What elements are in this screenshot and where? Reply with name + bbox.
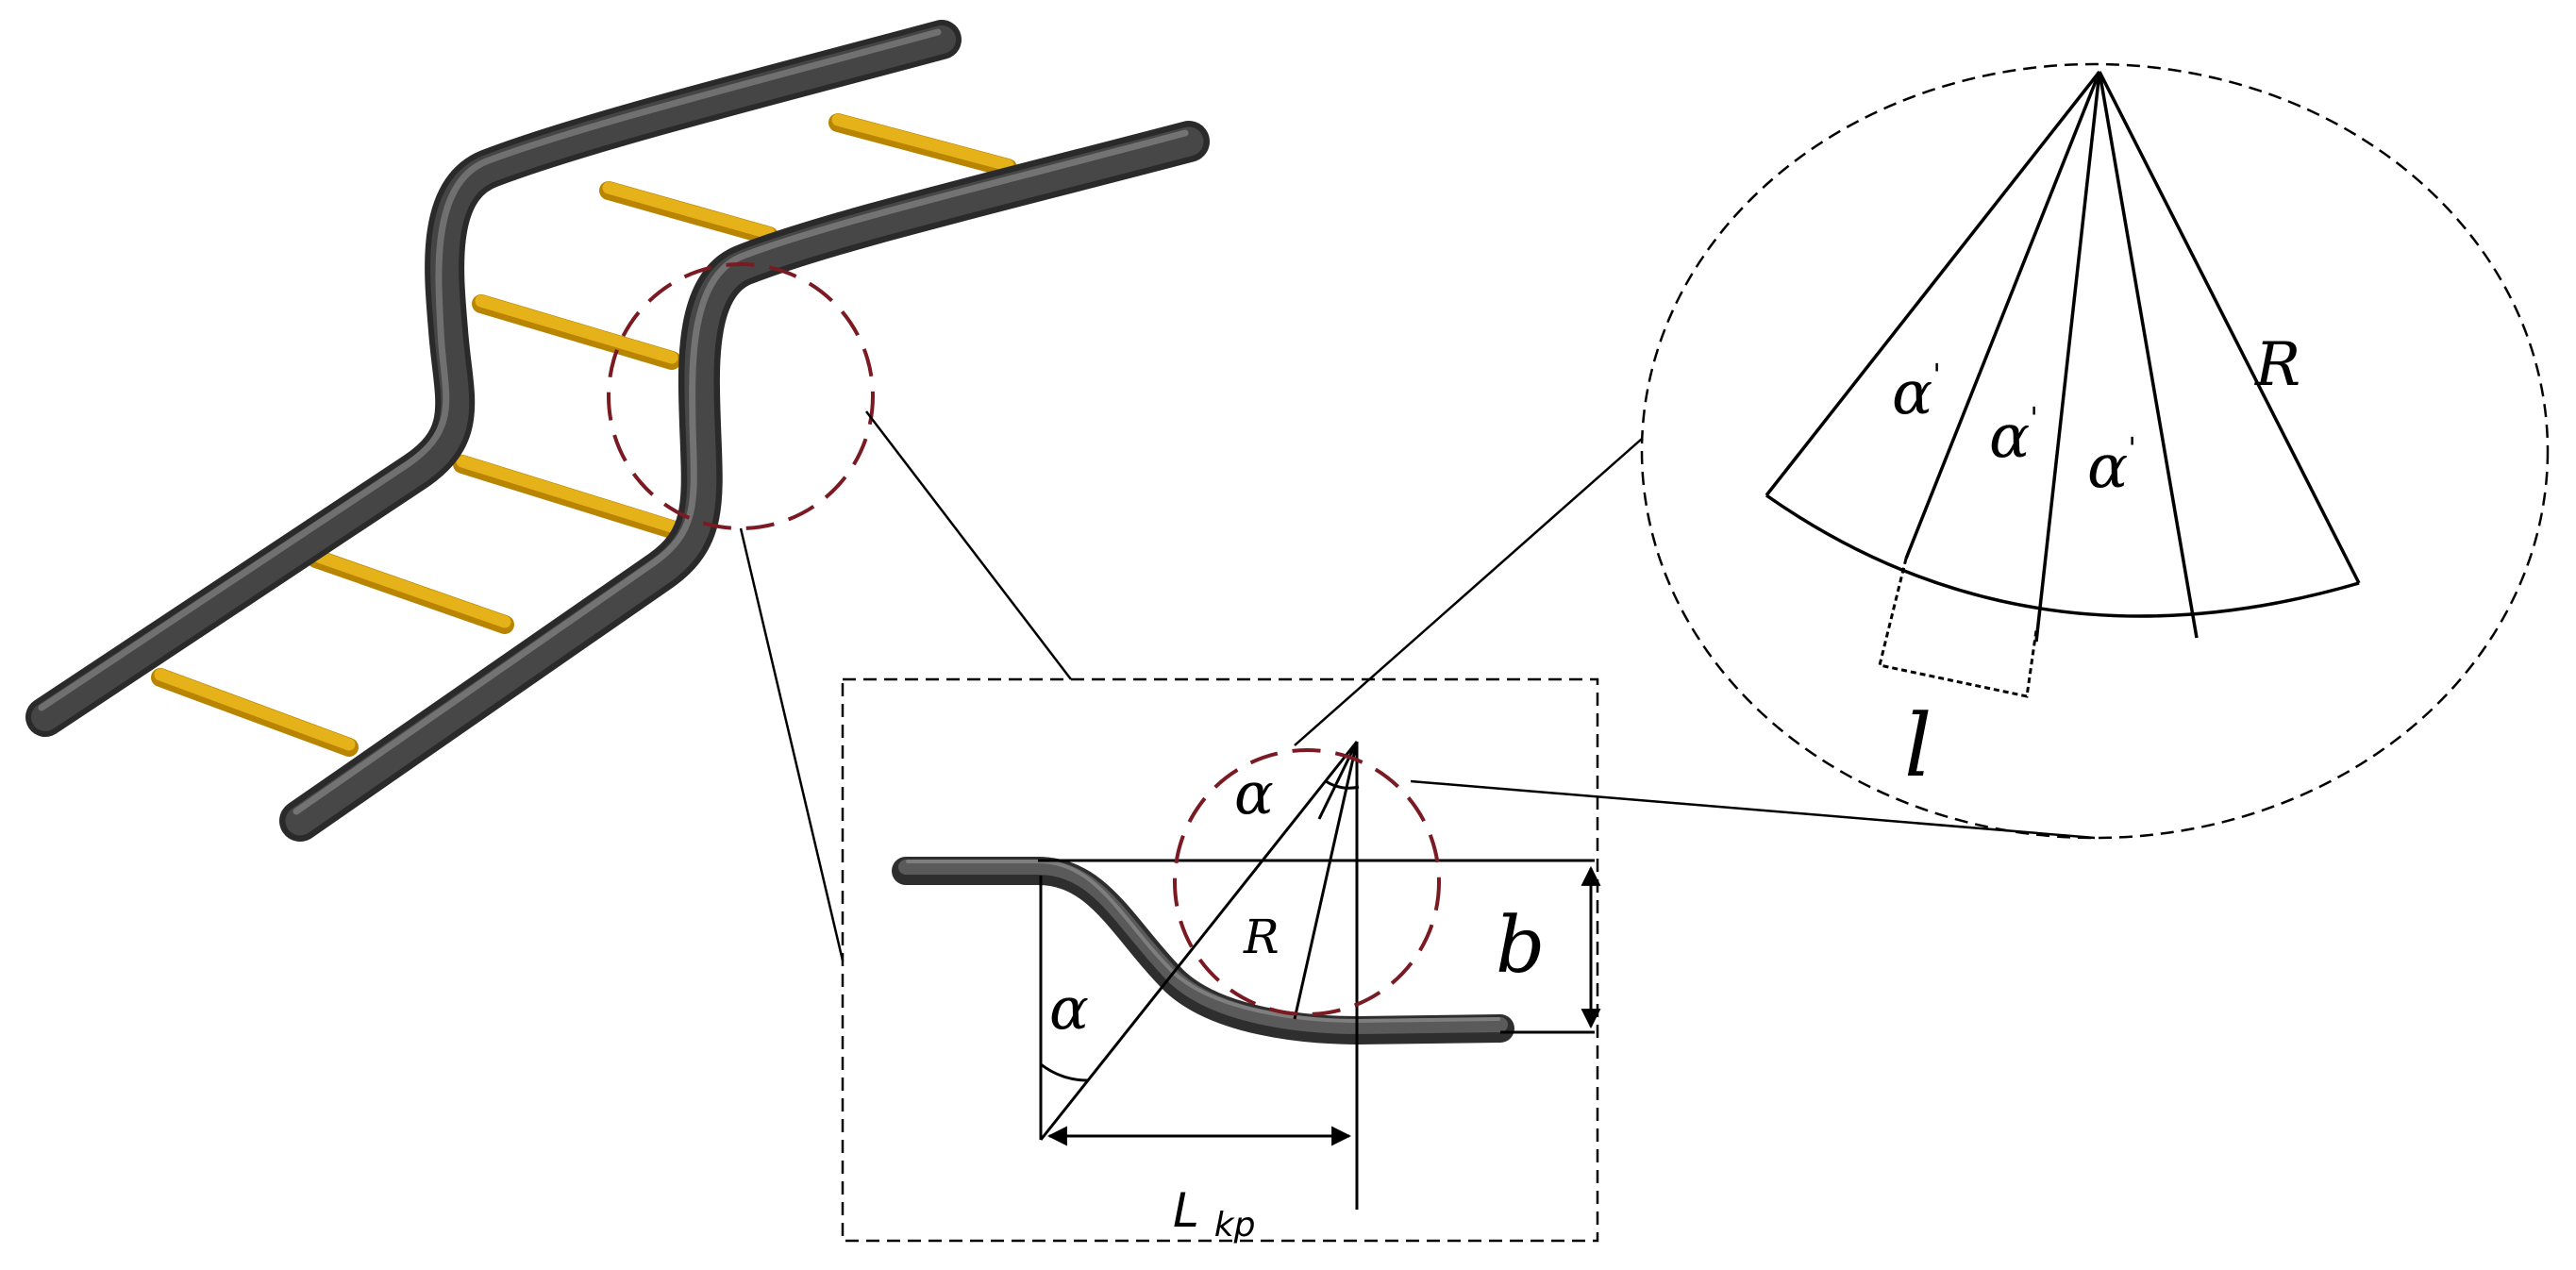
length-lkp-main: L [1173, 1183, 1199, 1238]
sector-division-3 [2098, 71, 2199, 639]
alpha-label-top: α [1234, 759, 1274, 827]
detail-bend-highlight-circle [1173, 748, 1441, 1016]
alpha-prime-label-1: α' [1892, 357, 1941, 428]
bend-geometry-lines [1038, 741, 1595, 1210]
radius-label-detail: R [1243, 910, 1280, 964]
detail-frame [841, 677, 1599, 1243]
ladder-rail-front [279, 121, 1210, 842]
alpha-prime-label-2: α' [1989, 400, 2038, 472]
ladder-connector-lines [739, 410, 1072, 961]
upper-radius-line [1317, 741, 1359, 820]
arc-length-segment [1878, 558, 2038, 698]
sector-edge-right [2098, 71, 2361, 584]
detail-connector-lines [1294, 438, 2096, 840]
sector-arc [1765, 493, 2360, 618]
ladder-rail-back [25, 20, 962, 737]
alpha-angle-arc-top [1325, 779, 1360, 790]
offset-b-label: b [1496, 901, 1546, 991]
length-lkp-label: L kp [1173, 1183, 1255, 1245]
sector-division-2 [2034, 71, 2101, 643]
sector-lines [1765, 70, 2361, 643]
alpha-label-bottom: α [1049, 974, 1089, 1043]
ladder-rungs [151, 113, 1017, 757]
bent-bar-profile [892, 857, 1514, 1044]
radius-line [1293, 741, 1359, 1020]
diagonal-line [1039, 741, 1359, 1141]
zoom-ellipse [1640, 62, 2550, 840]
bend-detail-panel: α R α b L kp [841, 677, 1601, 1245]
alpha-prime-label-3: α' [2087, 430, 2136, 502]
sector-edge-left [1765, 70, 2101, 497]
radius-label-zoom: R [2254, 330, 2300, 400]
length-lkp-subscript: kp [1214, 1206, 1256, 1245]
sector-division-1 [1904, 71, 2101, 560]
ladder-bend-highlight-circle [607, 262, 875, 530]
alpha-angle-arc-bottom [1040, 1062, 1089, 1082]
ladder-illustration [25, 20, 1210, 842]
arc-length-label: l [1904, 695, 1932, 796]
arc-zoom-panel: α' α' α' R l [1640, 62, 2550, 840]
dimension-arrows [1046, 865, 1601, 1146]
